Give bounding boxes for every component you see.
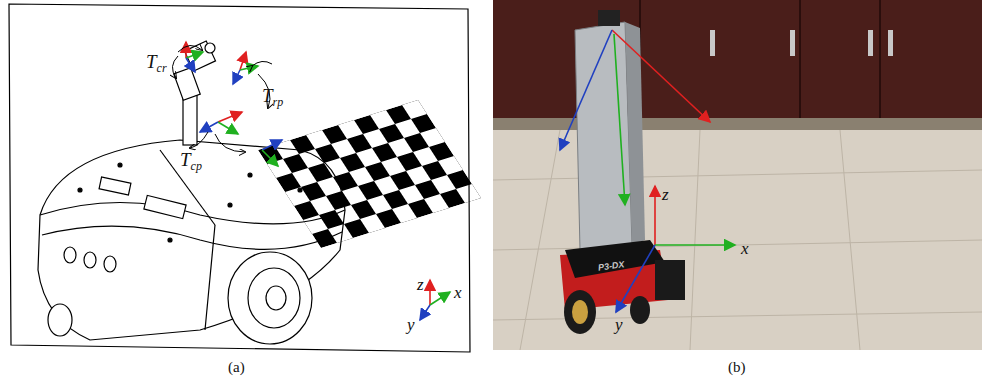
panel-caption: (b) — [728, 360, 746, 375]
panel-caption: (a) — [228, 360, 245, 375]
axis-label: x — [454, 284, 462, 301]
transform-arrows — [172, 45, 272, 152]
transform-label: Tcp — [180, 150, 202, 172]
photo-axes — [560, 30, 735, 312]
axis-label: y — [407, 316, 415, 333]
robot-photo — [493, 0, 982, 350]
world-axes — [420, 280, 450, 320]
transform-label: Trp — [262, 86, 283, 108]
axis-label: y — [615, 316, 623, 333]
transform-label: Tcr — [146, 52, 167, 74]
axis-label: x — [741, 240, 749, 257]
axis-label: z — [662, 186, 669, 203]
checkerboard — [258, 100, 481, 248]
axis-label: z — [417, 276, 424, 293]
